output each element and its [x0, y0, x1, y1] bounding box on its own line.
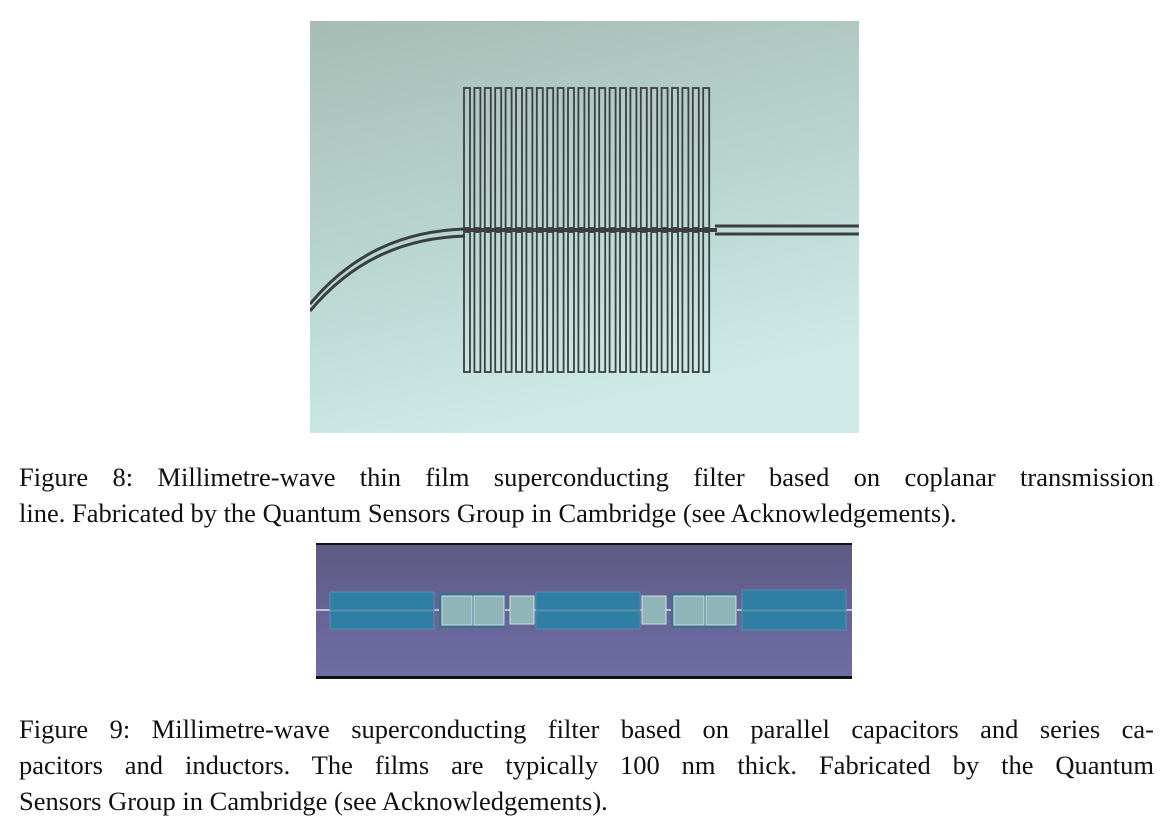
- meander-finger-upper: [546, 87, 555, 229]
- meander-finger-upper: [650, 87, 659, 229]
- meander-finger-upper: [535, 87, 544, 229]
- meander-finger-lower: [546, 231, 555, 373]
- meander-finger-upper: [483, 87, 492, 229]
- meander-finger-upper: [660, 87, 669, 229]
- meander-finger-lower: [587, 231, 596, 373]
- meander-finger-upper: [608, 87, 617, 229]
- meander-finger-upper: [494, 87, 503, 229]
- meander-finger-lower: [525, 231, 534, 373]
- meander-finger-upper: [525, 87, 534, 229]
- meander-finger-lower: [650, 231, 659, 373]
- meander-finger-lower: [556, 231, 565, 373]
- caption-line: line. Fabricated by the Quantum Sensors …: [19, 498, 957, 528]
- meander-finger-upper: [473, 87, 482, 229]
- meander-finger-upper: [463, 87, 471, 229]
- meander-finger-upper: [598, 87, 607, 229]
- meander-finger-upper: [515, 87, 523, 229]
- meander-finger-upper: [504, 87, 513, 229]
- meander-finger-upper: [587, 87, 596, 229]
- meander-finger-lower: [473, 231, 482, 373]
- meander-finger-lower: [619, 231, 627, 373]
- meander-finger-lower: [702, 231, 711, 373]
- meander-finger-upper: [702, 87, 711, 229]
- meander-finger-lower: [494, 231, 503, 373]
- meander-finger-upper: [567, 87, 575, 229]
- meander-finger-upper: [671, 87, 679, 229]
- meander-finger-lower: [567, 231, 575, 373]
- meander-finger-lower: [660, 231, 669, 373]
- meander-finger-lower: [504, 231, 513, 373]
- meander-finger-lower: [483, 231, 492, 373]
- meander-fingers: [463, 87, 711, 373]
- figure-9-caption: Figure 9: Millimetre-wave superconductin…: [19, 711, 1154, 819]
- meander-finger-upper: [619, 87, 627, 229]
- meander-finger-upper: [681, 87, 690, 229]
- caption-line: Figure 9: Millimetre-wave superconductin…: [19, 714, 1154, 744]
- meander-finger-lower: [463, 231, 471, 373]
- meander-finger-upper: [556, 87, 565, 229]
- meander-finger-lower: [691, 231, 700, 373]
- figure-8-caption: Figure 8: Millimetre-wave thin film supe…: [19, 459, 1154, 531]
- caption-line: Sensors Group in Cambridge (see Acknowle…: [19, 786, 608, 816]
- meander-finger-lower: [608, 231, 617, 373]
- meander-finger-lower: [671, 231, 679, 373]
- figure-8-image: [310, 21, 859, 433]
- meander-finger-upper: [629, 87, 638, 229]
- figure-9-image: [316, 543, 852, 679]
- meander-finger-upper: [639, 87, 648, 229]
- meander-finger-upper: [691, 87, 700, 229]
- meander-finger-lower: [577, 231, 586, 373]
- meander-finger-lower: [681, 231, 690, 373]
- caption-line: Figure 8: Millimetre-wave thin film supe…: [19, 462, 1154, 492]
- meander-finger-upper: [577, 87, 586, 229]
- meander-finger-lower: [598, 231, 607, 373]
- meander-finger-lower: [515, 231, 523, 373]
- caption-line: pacitors and inductors. The films are ty…: [19, 750, 1154, 780]
- meander-finger-lower: [629, 231, 638, 373]
- meander-finger-lower: [639, 231, 648, 373]
- meander-finger-lower: [535, 231, 544, 373]
